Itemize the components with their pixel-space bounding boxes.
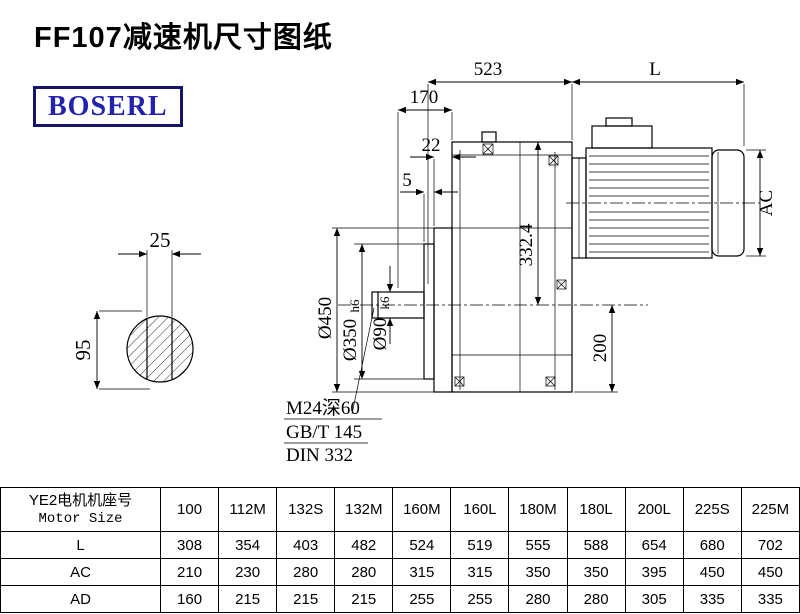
col-header: 180M: [508, 487, 568, 532]
table-cell: 255: [450, 585, 510, 613]
row-label: L: [0, 531, 161, 559]
dim-motor-length: L: [649, 59, 661, 80]
table-cell: 680: [682, 531, 742, 559]
dim-shaft-tol: k6: [377, 296, 392, 310]
dim-170: 170: [410, 87, 439, 108]
motor-fins: [589, 155, 709, 253]
table-cell: 210: [159, 558, 220, 586]
table-cell: 335: [682, 585, 742, 613]
dim-shaft-d: Ø90: [370, 318, 391, 351]
table-cell: 230: [218, 558, 278, 586]
dim-key-height: 95: [71, 340, 95, 361]
table-cell: 160: [159, 585, 220, 613]
table-cell: 702: [740, 531, 800, 559]
note-standard-din: DIN 332: [286, 445, 353, 466]
dim-ac: AC: [756, 190, 777, 216]
table-header-row: YE2电机机座号 Motor Size 100 112M 132S 132M 1…: [0, 487, 800, 532]
row-label: AC: [0, 558, 161, 586]
table-cell: 395: [624, 558, 684, 586]
table-cell: 335: [740, 585, 800, 613]
table-cell: 482: [334, 531, 394, 559]
table-cell: 255: [392, 585, 452, 613]
col-header: 160M: [392, 487, 452, 532]
dim-spigot-d: Ø350: [340, 319, 361, 361]
table-cell: 519: [450, 531, 510, 559]
table-cell: 215: [276, 585, 336, 613]
table-cell: 350: [508, 558, 568, 586]
table-cell: 450: [740, 558, 800, 586]
table-cell: 280: [334, 558, 394, 586]
row-label: AD: [0, 585, 161, 613]
dim-5: 5: [402, 170, 412, 191]
motor: [566, 117, 760, 259]
dim-flange-od: Ø450: [315, 297, 336, 339]
dim-332: 332.4: [516, 223, 537, 266]
table-cell: 280: [276, 558, 336, 586]
dim-22: 22: [422, 135, 441, 156]
motor-size-label-cn: YE2电机机座号: [28, 492, 133, 510]
col-header: 180L: [566, 487, 626, 532]
table-cell: 450: [682, 558, 742, 586]
col-header: 225M: [740, 487, 800, 532]
table-row-AC: AC 210 230 280 280 315 315 350 350 395 4…: [0, 558, 800, 586]
table-cell: 305: [624, 585, 684, 613]
table-cell: 403: [276, 531, 336, 559]
table-row-AD: AD 160 215 215 215 255 255 280 280 305 3…: [0, 585, 800, 613]
table-cell: 280: [566, 585, 626, 613]
page-title: FF107减速机尺寸图纸: [34, 22, 333, 54]
technical-drawing: 523 L 170 22 5 332.4 200 AC Ø450 Ø350 h6…: [71, 59, 777, 466]
note-tap: M24深60: [286, 397, 360, 419]
table-cell: 588: [566, 531, 626, 559]
dimension-table: YE2电机机座号 Motor Size 100 112M 132S 132M 1…: [0, 487, 800, 613]
note-standard-gb: GB/T 145: [286, 422, 362, 443]
col-header: 160L: [450, 487, 510, 532]
table-row-L: L 308 354 403 482 524 519 555 588 654 68…: [0, 531, 800, 559]
table-cell: 215: [334, 585, 394, 613]
col-header: 132S: [276, 487, 336, 532]
col-header: 112M: [218, 487, 278, 532]
table-cell: 555: [508, 531, 568, 559]
table-cell: 280: [508, 585, 568, 613]
housing-bolts: [454, 143, 567, 387]
table-cell: 215: [218, 585, 278, 613]
gearbox-housing: [338, 131, 648, 393]
dimension-lines: [284, 78, 766, 444]
motor-size-header-cell: YE2电机机座号 Motor Size: [0, 487, 161, 532]
table-cell: 315: [392, 558, 452, 586]
table-cell: 350: [566, 558, 626, 586]
dim-spigot-tol: h6: [347, 299, 362, 313]
col-header: 200L: [624, 487, 684, 532]
dim-key-width: 25: [150, 228, 171, 252]
col-header: 225S: [682, 487, 742, 532]
shaft-section-view: [93, 250, 201, 390]
brand-logo-text: BOSERL: [48, 90, 168, 122]
table-cell: 315: [450, 558, 510, 586]
motor-size-label-en: Motor Size: [38, 510, 123, 527]
table-cell: 654: [624, 531, 684, 559]
table-cell: 308: [159, 531, 220, 559]
dim-200: 200: [590, 334, 611, 363]
col-header: 132M: [334, 487, 394, 532]
brand-logo-box: BOSERL: [33, 86, 183, 127]
table-cell: 354: [218, 531, 278, 559]
dim-total-width: 523: [474, 59, 503, 80]
col-header: 100: [159, 487, 220, 532]
table-cell: 524: [392, 531, 452, 559]
